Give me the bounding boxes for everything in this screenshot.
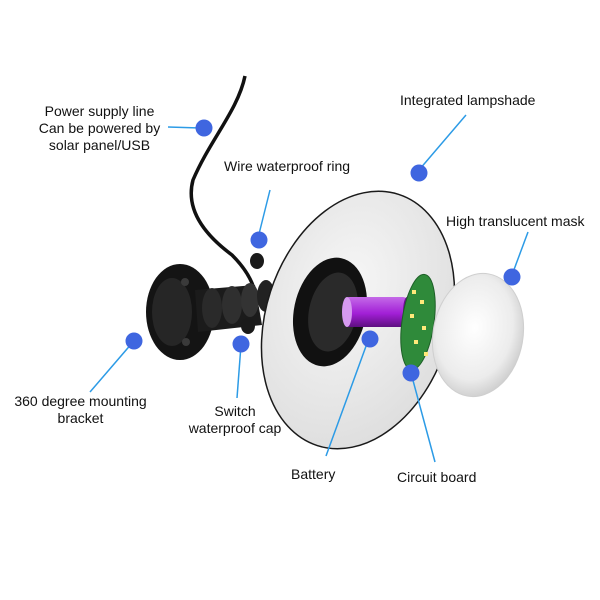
label-switch-waterproof-cap: Switch waterproof cap: [188, 403, 282, 436]
label-circuit-board: Circuit board: [397, 469, 477, 485]
battery: [342, 297, 411, 327]
leader-circuit-board: [410, 372, 436, 463]
callout-dot-circuit-board: [402, 364, 420, 382]
label-high-translucent-mask: High translucent mask: [446, 213, 585, 229]
leader-battery: [325, 337, 370, 457]
leader-wire-ring: [257, 189, 271, 239]
callout-dot-switch-cap: [232, 335, 250, 353]
leader-power-supply: [167, 126, 201, 129]
label-integrated-lampshade: Integrated lampshade: [400, 92, 536, 108]
high-translucent-mask: [431, 272, 525, 398]
leader-bracket: [89, 341, 134, 393]
callout-dot-power-supply: [195, 119, 213, 137]
label-battery: Battery: [291, 466, 336, 482]
leader-mask: [511, 231, 529, 276]
wire-waterproof-ring: [250, 253, 264, 269]
callout-dot-battery: [361, 330, 379, 348]
label-mounting-bracket: 360 degree mounting bracket: [14, 393, 147, 426]
callout-dot-bracket: [125, 332, 143, 350]
mounting-bracket: [146, 264, 275, 360]
callout-dot-mask: [503, 268, 521, 286]
leader-switch-cap: [236, 344, 242, 399]
callout-dot-lampshade: [410, 164, 428, 182]
label-power-supply-line: Power supply line Can be powered by sola…: [38, 103, 161, 153]
leader-lampshade: [418, 114, 467, 171]
label-wire-waterproof-ring: Wire waterproof ring: [224, 158, 351, 174]
switch-waterproof-cap: [241, 318, 255, 334]
callout-dot-wire-ring: [250, 231, 268, 249]
power-cable: [189, 75, 257, 293]
